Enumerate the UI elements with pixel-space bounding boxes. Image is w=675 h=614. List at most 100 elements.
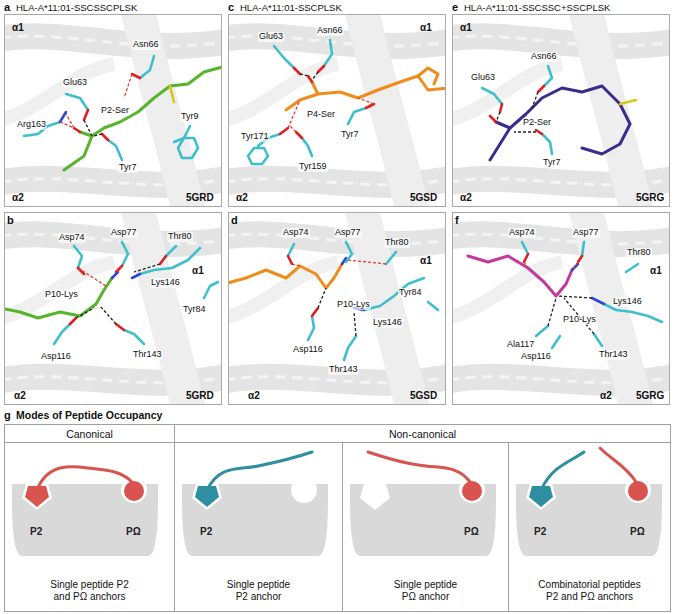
pocket-label: P2 bbox=[30, 526, 42, 537]
mode-cell: Single peptide PΩ anchor bbox=[342, 442, 509, 612]
panel-title: HLA-A*11:01-SSCPLSK bbox=[240, 3, 342, 13]
mode-cell: Single peptide P2 and PΩ anchors bbox=[4, 442, 175, 612]
residue-label: Glu63 bbox=[258, 32, 284, 42]
helix-label: α1 bbox=[420, 22, 432, 33]
structure-panel bbox=[74, 246, 82, 268]
helix-label: α1 bbox=[650, 265, 662, 276]
structure-panel bbox=[453, 15, 670, 207]
residue-label: Thr143 bbox=[328, 365, 359, 375]
structure-panel bbox=[452, 14, 670, 207]
structure-panel bbox=[74, 128, 80, 132]
structure-panel bbox=[208, 192, 468, 432]
pocket-label: P2 bbox=[200, 526, 212, 537]
groove-schematic bbox=[4, 467, 164, 556]
structure-panel bbox=[70, 318, 76, 324]
structure-panel bbox=[100, 306, 116, 324]
structure-panel bbox=[344, 336, 356, 360]
residue-label: Arg163 bbox=[16, 120, 47, 130]
structure-panel bbox=[452, 14, 670, 207]
structure-panel bbox=[490, 116, 496, 122]
structure-panel bbox=[112, 272, 118, 278]
structure-panel bbox=[354, 312, 356, 336]
residue-label: Tyr171 bbox=[240, 132, 270, 142]
groove-schematic bbox=[124, 481, 144, 501]
structure-panel bbox=[312, 308, 318, 316]
residue-label: Glu63 bbox=[470, 73, 496, 83]
structure-panel bbox=[0, 0, 244, 234]
structure-panel bbox=[0, 192, 244, 432]
residue-label: Tyr7 bbox=[542, 158, 562, 168]
structure-panel bbox=[102, 134, 108, 140]
residue-label: P2-Ser bbox=[522, 118, 552, 128]
panel-letter: b bbox=[7, 214, 14, 226]
structure-panel bbox=[229, 213, 446, 405]
structure-panel bbox=[544, 66, 552, 86]
structure-panel bbox=[228, 14, 446, 207]
structure-panel bbox=[542, 134, 552, 154]
structure-panel bbox=[364, 278, 424, 310]
residue-label: Glu63 bbox=[62, 78, 88, 88]
structure-panel bbox=[348, 260, 386, 264]
mode-caption: Single peptide P2 anchor bbox=[221, 579, 296, 603]
panel-title: HLA-A*11:01-SSCSSC+SSCPLSK bbox=[464, 3, 610, 13]
panel-title: HLA-A*11:01-SSCSSCPLSK bbox=[16, 3, 137, 13]
structure-panel bbox=[592, 298, 604, 304]
groove-schematic bbox=[207, 452, 312, 490]
structure-panel bbox=[94, 134, 102, 136]
pdb-code: 5GSD bbox=[410, 192, 437, 203]
structure-panel bbox=[358, 98, 374, 104]
structure-panel bbox=[452, 212, 670, 405]
residue-label: Asp77 bbox=[110, 228, 138, 238]
structure-panel bbox=[228, 14, 446, 207]
residue-label: Tyr7 bbox=[118, 163, 138, 173]
residue-label: Asp77 bbox=[572, 228, 600, 238]
residue-label: Tyr7 bbox=[340, 130, 360, 140]
structure-panel bbox=[482, 88, 502, 104]
structure-panel bbox=[80, 132, 92, 136]
residue-label: Tyr84 bbox=[182, 305, 207, 315]
structure-panel bbox=[620, 100, 636, 104]
structure-panel bbox=[346, 242, 352, 262]
structure-panel bbox=[552, 336, 560, 348]
helix-label: α1 bbox=[460, 22, 472, 33]
groove-schematic bbox=[174, 452, 334, 556]
structure-panel bbox=[84, 120, 92, 136]
helix-label: α1 bbox=[12, 22, 24, 33]
pocket-label: PΩ bbox=[630, 526, 645, 537]
structure-panel bbox=[524, 254, 528, 262]
residue-label: Ala117 bbox=[506, 340, 535, 350]
structure-panel bbox=[84, 110, 88, 120]
pocket-label: PΩ bbox=[464, 526, 479, 537]
residue-label: Asp77 bbox=[334, 228, 362, 238]
structure-panel bbox=[524, 262, 528, 268]
structure-panel bbox=[134, 264, 160, 272]
structure-panel bbox=[522, 242, 528, 254]
residue-label: P10-Lys bbox=[562, 315, 597, 325]
structure-panel bbox=[60, 112, 66, 122]
residue-label: Lys146 bbox=[612, 297, 643, 307]
structure-panel bbox=[4, 278, 112, 318]
structure-panel bbox=[490, 86, 630, 160]
structure-panel bbox=[178, 138, 198, 158]
structure-panel bbox=[116, 324, 124, 330]
pdb-code: 5GSD bbox=[410, 390, 437, 401]
structure-panel bbox=[582, 242, 584, 256]
mode-caption: Single peptide PΩ anchor bbox=[388, 579, 463, 603]
residue-label: Thr80 bbox=[384, 238, 410, 248]
residue-label: Asp74 bbox=[58, 233, 86, 243]
helix-label: α2 bbox=[600, 390, 612, 401]
pocket-label: P2 bbox=[534, 526, 546, 537]
structure-panel bbox=[160, 256, 166, 264]
groove-schematic bbox=[174, 472, 334, 484]
structure-panel bbox=[228, 212, 446, 405]
residue-label: Asn66 bbox=[530, 52, 558, 62]
structure-panel bbox=[140, 56, 154, 78]
structure-panel bbox=[288, 244, 294, 256]
structure-panel bbox=[78, 268, 106, 286]
structure-panel bbox=[288, 100, 300, 128]
groove-schematic bbox=[4, 472, 164, 484]
residue-label: Tyr9 bbox=[180, 112, 200, 122]
groove-schematic bbox=[360, 484, 390, 510]
structure-panel bbox=[308, 76, 312, 82]
structure-panel bbox=[536, 130, 542, 134]
